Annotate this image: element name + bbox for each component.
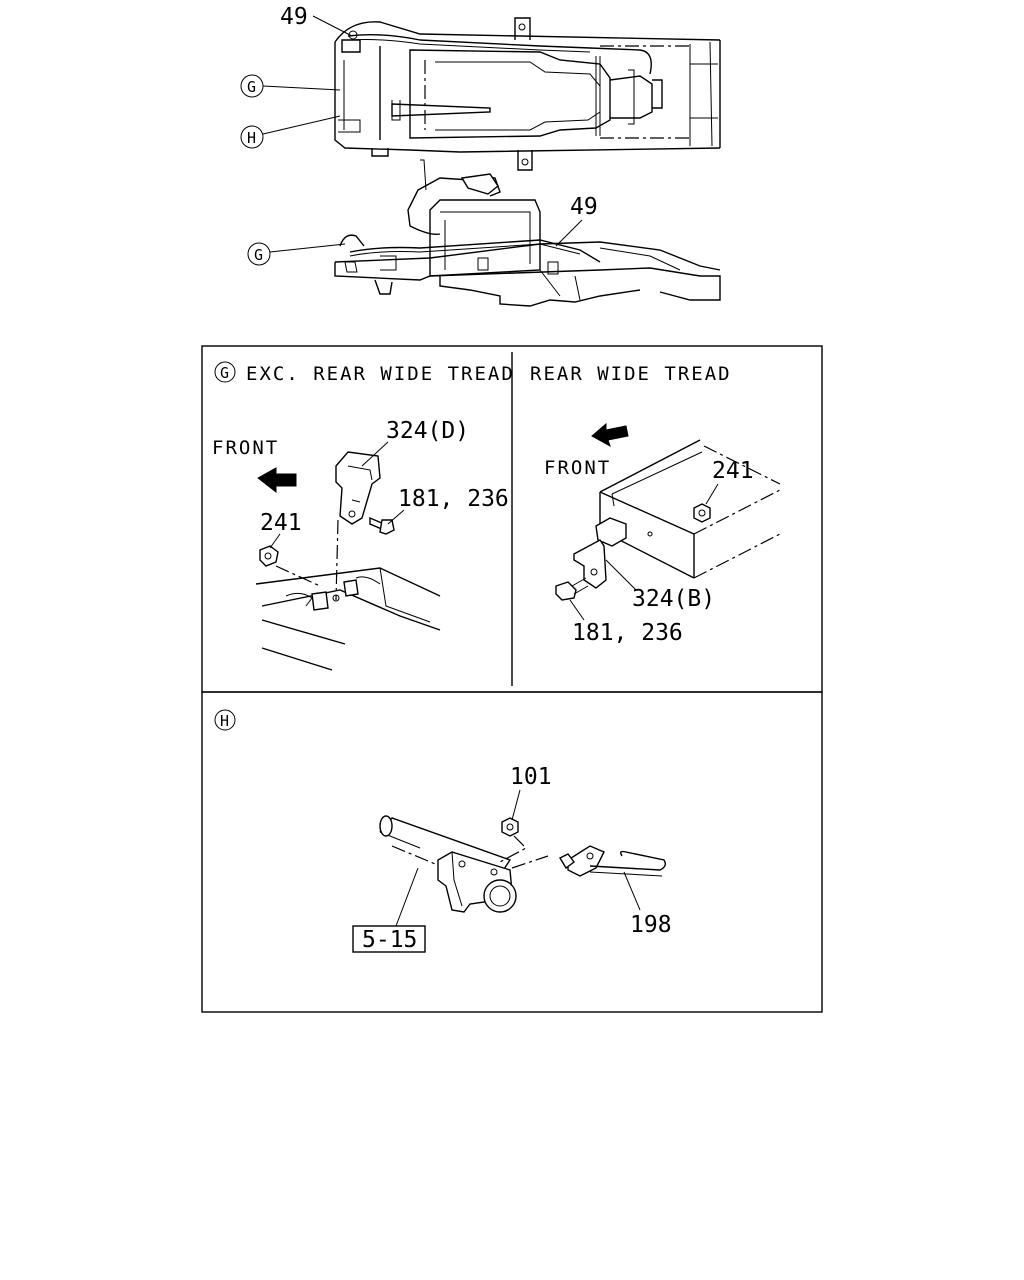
callout-g-mid: G — [247, 242, 346, 266]
cable-end-bracket — [379, 815, 549, 913]
callout-49-mid: 49 — [555, 194, 598, 247]
svg-text:324(D): 324(D) — [386, 418, 469, 444]
ref-box-5-15[interactable]: 5-15 — [352, 867, 426, 953]
svg-text:G: G — [254, 246, 263, 264]
svg-text:49: 49 — [570, 194, 598, 220]
panel-h-marker: H — [214, 709, 236, 731]
title-rear-wide-tread: REAR WIDE TREAD — [530, 363, 732, 385]
svg-text:H: H — [220, 712, 229, 730]
callout-241-right: 241 — [705, 458, 754, 505]
callout-324b: 324(B) — [605, 559, 715, 612]
front-label-left: FRONT — [212, 437, 279, 459]
callout-324d: 324(D) — [361, 418, 469, 467]
callout-198: 198 — [623, 871, 672, 938]
frame-crossmember-left — [255, 567, 441, 671]
svg-text:181, 236: 181, 236 — [572, 620, 683, 646]
front-arrow-icon-right — [591, 422, 629, 448]
callout-h-top: H — [240, 115, 341, 149]
bolt-181-236-left — [369, 516, 395, 535]
svg-text:49: 49 — [280, 4, 308, 30]
frame-top-view — [334, 17, 721, 171]
svg-text:241: 241 — [260, 510, 302, 536]
callout-101: 101 — [510, 764, 552, 821]
svg-text:H: H — [247, 129, 256, 147]
callout-49-top: 49 — [280, 4, 353, 37]
callout-g-top: G — [240, 74, 341, 98]
svg-text:324(B): 324(B) — [632, 586, 715, 612]
svg-text:198: 198 — [630, 912, 672, 938]
title-exc-rear-wide-tread: EXC. REAR WIDE TREAD — [246, 363, 515, 385]
frame-side-view — [334, 159, 721, 307]
front-label-right: FRONT — [544, 457, 611, 479]
svg-text:181, 236: 181, 236 — [398, 486, 509, 512]
svg-text:5-15: 5-15 — [362, 927, 417, 953]
callout-181-236-left: 181, 236 — [387, 486, 509, 525]
svg-text:G: G — [220, 364, 229, 382]
svg-text:FRONT: FRONT — [212, 437, 279, 459]
bracket-324b — [573, 517, 653, 589]
bracket-324d — [335, 451, 381, 601]
bolt-181-236-right — [555, 577, 589, 601]
panel-g-marker: G — [214, 361, 236, 383]
detail-panel-h — [201, 691, 823, 1013]
nut-241-left — [259, 545, 321, 587]
nut-101 — [499, 817, 527, 863]
svg-text:101: 101 — [510, 764, 552, 790]
callout-181-236-right: 181, 236 — [569, 599, 683, 646]
front-arrow-icon — [257, 467, 297, 494]
svg-text:241: 241 — [712, 458, 754, 484]
callout-241-left: 241 — [260, 510, 302, 549]
svg-text:G: G — [247, 78, 256, 96]
nut-241-right — [693, 503, 711, 523]
cable-198 — [559, 845, 667, 877]
frame-rail-right — [599, 439, 781, 579]
svg-text:FRONT: FRONT — [544, 457, 611, 479]
